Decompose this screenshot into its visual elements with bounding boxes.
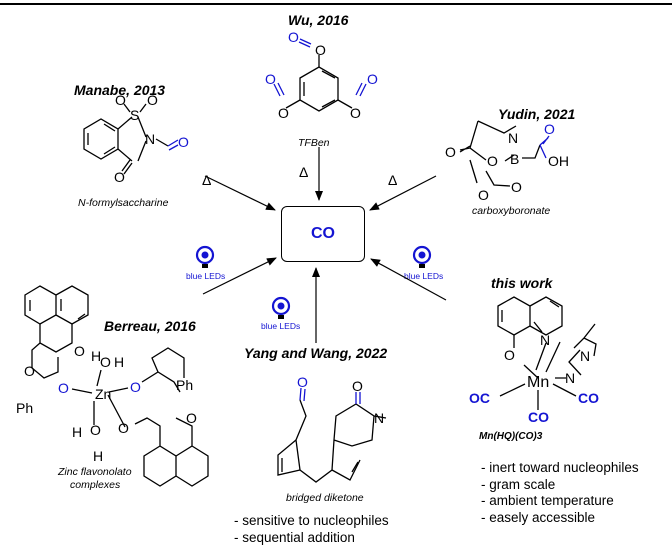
zinc-flavonolato-structure: O O O Ph Zn H O H H O H O O Ph O <box>16 286 208 486</box>
atom-co-blue: CO <box>578 390 599 406</box>
atom-h: H <box>114 354 124 370</box>
atom-o-blue: O <box>178 134 189 150</box>
arrow-berreau <box>203 258 276 294</box>
atom-o-blue: O <box>130 379 141 395</box>
atom-o: O <box>278 105 289 121</box>
atom-o: O <box>478 187 489 203</box>
arrow-manabe <box>205 176 275 210</box>
atom-o-blue: O <box>58 380 69 396</box>
atom-mn: Mn <box>527 374 549 391</box>
atom-n: N <box>565 370 575 386</box>
atom-o: O <box>511 179 522 195</box>
atom-co-blue: CO <box>528 409 549 425</box>
atom-s: S <box>130 107 139 123</box>
atom-o: O <box>24 363 35 379</box>
atom-o-blue: O <box>297 374 308 390</box>
atom-o: O <box>100 354 111 370</box>
atom-o: O <box>352 378 363 394</box>
atom-o: O <box>315 42 326 58</box>
atom-n: N <box>540 332 550 348</box>
bridged-diketone-structure: O O N <box>278 374 386 482</box>
carboxyboronate-structure: N O O B O O O OH <box>445 121 569 203</box>
atom-o: O <box>350 105 361 121</box>
atom-o: O <box>115 92 126 108</box>
atom-o-blue: O <box>288 29 299 45</box>
atom-o: O <box>118 420 129 436</box>
light-bulb-icon <box>273 298 289 319</box>
atom-o: O <box>90 422 101 438</box>
atom-o-blue: O <box>544 121 555 137</box>
atom-oc-blue: OC <box>469 390 490 406</box>
atom-o-blue: O <box>265 71 276 87</box>
atom-o: O <box>487 153 498 169</box>
atom-n: N <box>145 131 155 147</box>
arrow-this-work <box>371 259 446 300</box>
atom-o: O <box>445 144 456 160</box>
n-formylsaccharine-structure: S O O N O O <box>84 92 189 185</box>
atom-n: N <box>508 130 518 146</box>
atom-o: O <box>504 347 515 363</box>
atom-o-blue: O <box>367 71 378 87</box>
atom-o: O <box>147 92 158 108</box>
atom-n: N <box>374 410 384 426</box>
atom-n: N <box>580 348 590 364</box>
light-bulb-icon <box>414 247 430 268</box>
atom-o: O <box>114 169 125 185</box>
atom-h: H <box>93 448 103 464</box>
atom-oh: OH <box>548 153 569 169</box>
reaction-arrows <box>203 147 446 343</box>
mn-complex-structure: O N N N Mn OC CO CO <box>469 297 599 425</box>
light-bulb-icon <box>197 247 213 268</box>
atom-b: B <box>510 151 519 167</box>
arrow-yudin <box>370 176 436 210</box>
atom-h: H <box>72 424 82 440</box>
atom-ph: Ph <box>16 400 33 416</box>
atom-zn: Zn <box>95 386 111 402</box>
atom-o: O <box>74 343 85 359</box>
tfben-structure: O O O O O O <box>265 29 378 121</box>
